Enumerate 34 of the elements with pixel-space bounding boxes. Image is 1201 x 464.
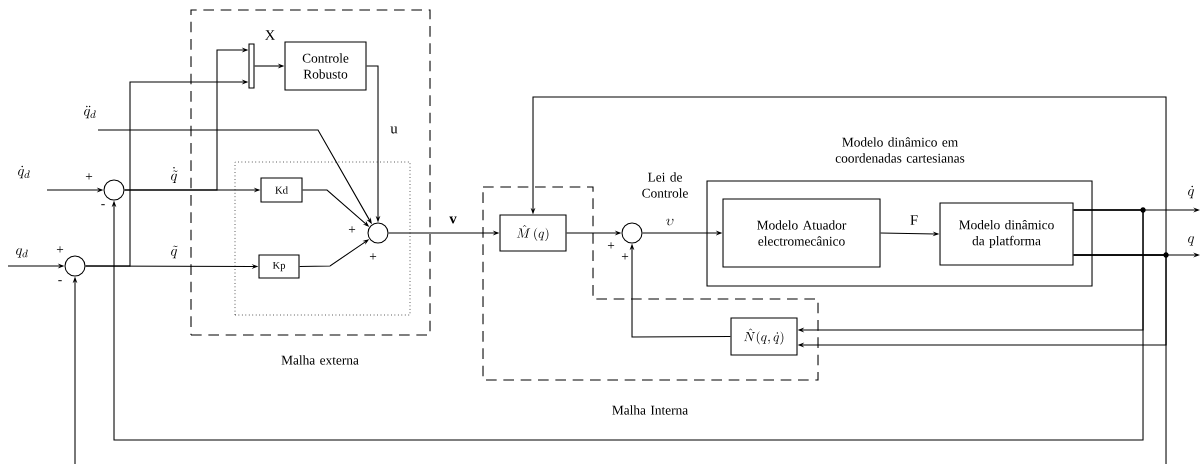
frame-caption: Malha Interna xyxy=(612,405,688,415)
sign-label: - xyxy=(58,280,62,282)
process-box: Modelo dinâmico da platforma xyxy=(939,202,1074,266)
signal-label: $q_d$ xyxy=(16,248,28,258)
multiplexer-bar xyxy=(248,43,255,89)
signal-label: $\mathbf{v}$ xyxy=(449,216,457,224)
process-box: $\hat{N}(q,\dot{q})$ xyxy=(730,317,798,356)
junction-label: Lei de Controle xyxy=(642,172,688,198)
sign-label: + xyxy=(369,253,377,260)
frame-caption: Malha externa xyxy=(281,355,359,365)
sign-label: + xyxy=(621,253,629,260)
sign-label: + xyxy=(56,246,64,253)
signal-label: $\upsilon$ xyxy=(666,218,674,226)
signal-line xyxy=(1073,254,1167,464)
signal-label: $\dot{\tilde{q}}$ xyxy=(171,166,178,183)
sign-label: + xyxy=(348,226,356,233)
gain-block: Kp xyxy=(258,254,300,279)
signal-label: $\ddot{q}_d$ xyxy=(84,105,96,119)
process-box: Controle Robusto xyxy=(284,41,367,91)
sign-label: - xyxy=(101,204,105,206)
dotted-frame xyxy=(234,161,411,316)
process-box: $\hat{M}\,(q)$ xyxy=(499,214,567,252)
signal-label: $\mathrm{X}$ xyxy=(265,30,276,40)
process-box: Modelo Atuador electromecânico xyxy=(722,198,881,268)
frame-caption: Modelo dinâmico em coordenadas cartesianas xyxy=(835,137,965,163)
sign-label: + xyxy=(607,242,615,249)
signal-label: $\dot{q}$ xyxy=(1188,185,1195,199)
signal-label: $\tilde{q}$ xyxy=(171,245,178,259)
signal-label: $\dot{q}_d$ xyxy=(18,165,30,179)
sign-label: + xyxy=(85,173,93,180)
signal-label: $\mathrm{F}$ xyxy=(910,215,918,225)
signal-label: $\mathrm{u}$ xyxy=(390,126,398,134)
signal-label: $q$ xyxy=(1188,236,1195,246)
gain-block: Kd xyxy=(260,177,303,203)
